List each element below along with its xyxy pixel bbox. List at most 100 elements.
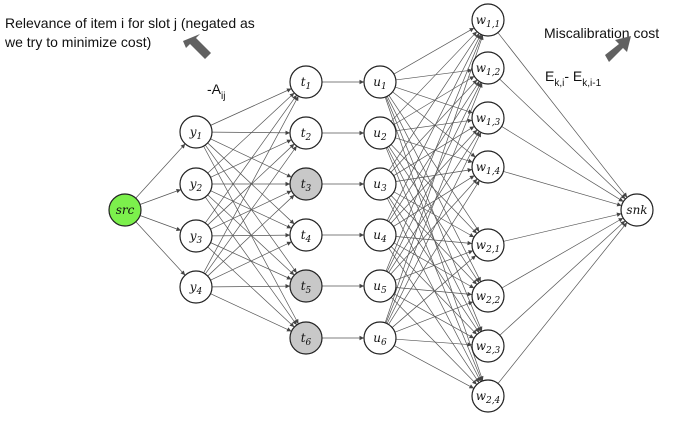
arrowhead-u1-w21 bbox=[474, 226, 480, 232]
node-y1: y1 bbox=[179, 115, 213, 149]
arrowhead-u6-w24 bbox=[468, 384, 474, 389]
node-label-u4: u4 bbox=[373, 228, 387, 245]
node-label-base-w14: w bbox=[476, 160, 487, 174]
node-label-sub-t1: 1 bbox=[306, 82, 312, 92]
node-label-sub-u4: 4 bbox=[380, 235, 387, 245]
node-w22: w2,2 bbox=[471, 279, 505, 313]
arrowhead-u3-w22 bbox=[472, 279, 477, 285]
node-label-y4: y4 bbox=[189, 280, 203, 297]
arrowhead-y4-t1 bbox=[294, 96, 299, 102]
arrowhead-w11-snk bbox=[622, 192, 628, 198]
node-label-base-w13: w bbox=[476, 111, 487, 125]
edge-w22-snk bbox=[501, 217, 624, 289]
node-label-base-t1: t bbox=[301, 75, 306, 89]
arrowhead-y4-t6 bbox=[286, 327, 292, 332]
arrowhead-y2-t6 bbox=[292, 320, 297, 325]
node-label-w13: w1,3 bbox=[476, 111, 501, 128]
arrowhead-y2-t5 bbox=[289, 270, 295, 276]
arrowhead-u4-w24 bbox=[474, 377, 480, 383]
arrowhead-u3-w21 bbox=[469, 233, 475, 238]
node-w13: w1,3 bbox=[471, 101, 505, 135]
edge-u2-w11 bbox=[390, 31, 478, 122]
edge-w21-snk bbox=[503, 213, 622, 242]
edge-u3-w11 bbox=[388, 33, 480, 171]
e-dash: - bbox=[564, 68, 573, 84]
arrowhead-y4-t4 bbox=[286, 241, 292, 246]
edge-u2-w12 bbox=[393, 75, 475, 126]
node-circle-u4 bbox=[363, 218, 397, 252]
node-label-y1: y1 bbox=[189, 125, 203, 142]
arrowhead-y2-t4 bbox=[286, 224, 292, 229]
arrowhead-u5-w21 bbox=[468, 250, 474, 255]
node-label-sub-u6: 6 bbox=[381, 338, 387, 348]
e-left-subscript: k,i bbox=[554, 78, 564, 89]
node-circle-u2 bbox=[363, 116, 397, 150]
arrowhead-y3-t6 bbox=[289, 322, 295, 328]
e-right-subscript: k,i-1 bbox=[582, 78, 601, 89]
node-label-base-t5: t bbox=[301, 279, 306, 293]
node-label-sub-y3: 3 bbox=[197, 236, 203, 246]
node-circle-u6 bbox=[363, 321, 397, 355]
node-label-t5: t5 bbox=[301, 279, 312, 296]
edge-u5-w11 bbox=[385, 34, 483, 272]
edge-u1-w12 bbox=[395, 69, 473, 81]
arrowhead-u5-w23 bbox=[469, 334, 475, 339]
arrowhead-u6-w21 bbox=[471, 255, 476, 261]
node-label-sub-u5: 5 bbox=[381, 286, 387, 296]
node-label-t2: t2 bbox=[301, 126, 312, 143]
node-label-base-u3: u bbox=[373, 177, 381, 191]
node-label-u6: u6 bbox=[373, 331, 387, 348]
node-label-w12: w1,2 bbox=[476, 61, 501, 78]
arrowhead-w13-snk bbox=[618, 197, 624, 202]
node-circle-y3 bbox=[179, 219, 213, 253]
node-w11: w1,1 bbox=[471, 3, 505, 37]
node-label-sub-y1: 1 bbox=[197, 132, 203, 142]
arrowhead-src-y2 bbox=[175, 188, 181, 194]
miscalibration-arrow-icon bbox=[605, 36, 631, 62]
node-label-base-u2: u bbox=[373, 126, 381, 140]
arrowhead-t4-u4 bbox=[359, 232, 364, 238]
relevance-annotation-line1: Relevance of item i for slot j (negated … bbox=[5, 15, 255, 31]
arrowhead-u2-w12 bbox=[469, 76, 475, 81]
node-circle-w13 bbox=[471, 101, 505, 135]
node-label-y3: y3 bbox=[189, 229, 203, 246]
node-y2: y2 bbox=[179, 167, 213, 201]
node-label-base-y2: y bbox=[189, 177, 197, 191]
node-label-sub-t2: 2 bbox=[305, 133, 312, 143]
relevance-arrow-icon bbox=[183, 34, 211, 59]
arrowhead-u5-w22 bbox=[467, 291, 473, 297]
node-u1: u1 bbox=[363, 65, 397, 99]
node-label-sub-w13: 1,3 bbox=[486, 118, 501, 128]
node-label-sub-w12: 1,2 bbox=[486, 68, 501, 78]
arrowhead-u1-w22 bbox=[476, 276, 481, 282]
node-label-sub-w22: 2,2 bbox=[485, 296, 501, 306]
edge-y2-t1 bbox=[207, 92, 295, 174]
node-label-sub-u2: 2 bbox=[380, 133, 387, 143]
arrowhead-y2-t1 bbox=[289, 92, 295, 98]
arrowhead-u4-w21 bbox=[467, 240, 473, 246]
edge-src-y2 bbox=[139, 189, 182, 205]
node-label-t6: t6 bbox=[301, 331, 312, 348]
node-label-sub-w23: 2,3 bbox=[485, 346, 501, 356]
node-y4: y4 bbox=[179, 270, 213, 304]
edge-y4-t6 bbox=[210, 293, 292, 332]
arrowhead-w22-snk bbox=[618, 217, 624, 223]
edge-u1-w11 bbox=[393, 27, 475, 75]
node-label-sub-w21: 2,1 bbox=[485, 245, 500, 255]
arrowhead-u3-w23 bbox=[474, 327, 480, 333]
node-label-t1: t1 bbox=[301, 75, 312, 92]
edge-y3-t6 bbox=[207, 246, 295, 328]
edge-y1-t4 bbox=[207, 142, 295, 225]
node-label-sub-y4: 4 bbox=[196, 287, 203, 297]
node-label-sub-u3: 3 bbox=[381, 184, 387, 194]
arrowhead-y1-t4 bbox=[289, 219, 295, 225]
node-label-sub-w11: 1,1 bbox=[486, 20, 500, 30]
node-label-t4: t4 bbox=[301, 228, 312, 245]
arrowhead-t2-u2 bbox=[359, 130, 364, 136]
node-label-base-y4: y bbox=[189, 280, 197, 294]
node-circle-w14 bbox=[471, 150, 505, 184]
arrowhead-y2-t3 bbox=[285, 181, 290, 187]
node-label-w21: w2,1 bbox=[476, 238, 501, 255]
node-circle-w24 bbox=[471, 379, 505, 413]
